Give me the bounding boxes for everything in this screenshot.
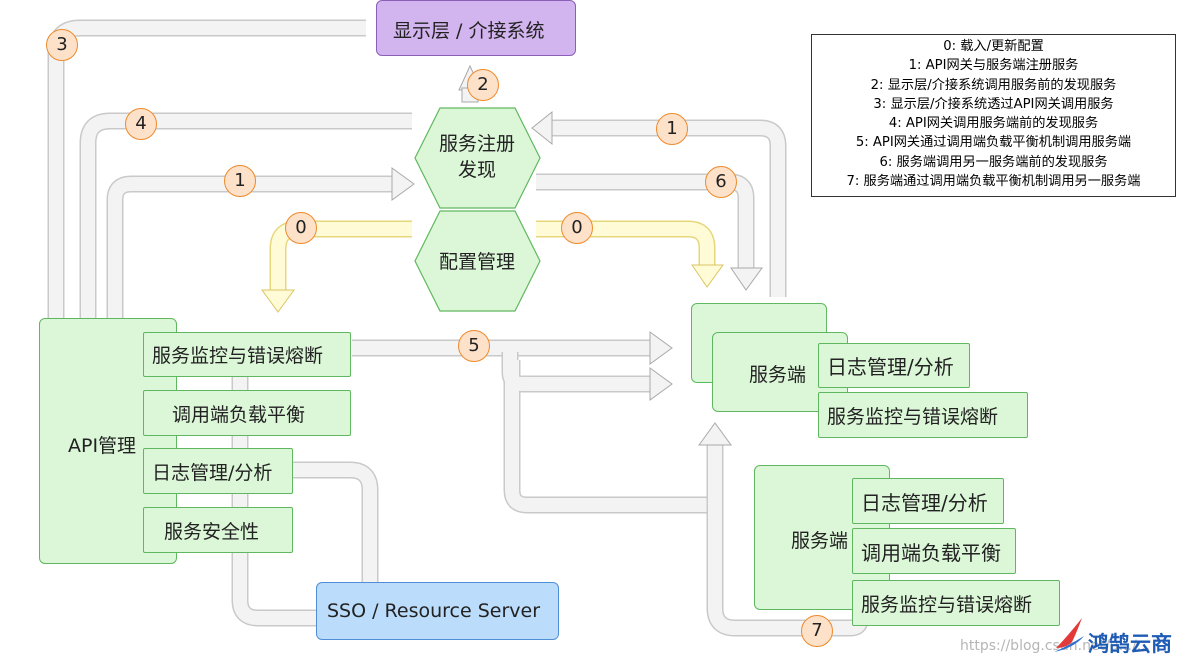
service-registry-hexagon	[414, 107, 541, 209]
flow-arrow-5-branch	[501, 352, 715, 514]
legend-item: 5: API网关通过调用端负载平衡机制调用服务端	[855, 135, 1132, 151]
legend-item: 3: 显示层/介接系统透过API网关调用服务	[873, 96, 1114, 112]
step-marker: 6	[705, 166, 737, 198]
service-a-module-monitor: 服务监控与错误熔断	[818, 392, 1028, 438]
legend-box: 0: 载入/更新配置 1: API网关与服务端注册服务 2: 显示层/介接系统调…	[811, 34, 1176, 197]
api-module-monitor: 服务监控与错误熔断	[143, 332, 351, 377]
arrowhead-5-lower	[649, 367, 673, 401]
arrowhead-7	[698, 422, 732, 446]
api-module-load-balance: 调用端负载平衡	[143, 390, 351, 436]
arrowhead-config-right	[691, 264, 724, 288]
display-layer-box: 显示层 / 介接系统	[376, 0, 576, 56]
step-marker: 1	[656, 113, 688, 145]
step-marker: 4	[125, 108, 157, 140]
api-module-logging: 日志管理/分析	[143, 448, 293, 494]
service-a-label: 服务端	[749, 364, 807, 386]
arrowhead-1-right	[531, 110, 553, 146]
registry-label-line1: 服务注册	[439, 133, 515, 155]
step-marker: 5	[458, 330, 490, 362]
legend-item: 7: 服务端通过调用端负载平衡机制调用另一服务端	[846, 174, 1141, 190]
brand-name: 鸿鹄云商	[1088, 632, 1172, 656]
watermark-url: https://blog.csdn.net/u.../...	[960, 638, 1151, 654]
step-marker: 0	[561, 212, 593, 244]
display-layer-label: 显示层 / 介接系统	[393, 20, 545, 42]
service-b-label: 服务端	[791, 530, 849, 552]
arrowhead-5-upper	[649, 331, 673, 365]
sso-label: SSO / Resource Server	[327, 600, 541, 622]
arrowhead-6	[730, 267, 763, 291]
arrowhead-1-left	[391, 167, 415, 201]
sso-resource-server-box: SSO / Resource Server	[316, 582, 559, 640]
api-module-security: 服务安全性	[143, 507, 293, 553]
flow-arrow-sso-c	[290, 461, 379, 595]
step-marker: 2	[467, 69, 499, 101]
step-marker: 7	[801, 615, 833, 647]
step-marker: 0	[285, 212, 317, 244]
service-b-module-load-balance: 调用端负载平衡	[852, 528, 1016, 574]
api-management-label: API管理	[68, 435, 137, 457]
service-b-module-monitor: 服务监控与错误熔断	[852, 580, 1060, 626]
legend-item: 1: API网关与服务端注册服务	[908, 58, 1079, 74]
service-a-module-logging: 日志管理/分析	[818, 343, 970, 388]
legend-item: 2: 显示层/介接系统调用服务前的发现服务	[870, 77, 1117, 93]
legend-item: 6: 服务端调用另一服务端前的发现服务	[879, 154, 1108, 170]
legend-item: 0: 载入/更新配置	[943, 39, 1044, 54]
config-label: 配置管理	[439, 251, 515, 273]
brand-logo-icon	[1052, 614, 1086, 654]
registry-label-line2: 发现	[458, 159, 496, 181]
step-marker: 3	[46, 29, 78, 61]
config-management-hexagon	[414, 210, 541, 312]
arrowhead-config-left	[261, 289, 295, 313]
service-b-module-logging: 日志管理/分析	[852, 478, 1004, 524]
legend-item: 4: API网关调用服务端前的发现服务	[888, 116, 1099, 132]
step-marker: 1	[224, 165, 256, 197]
flow-arrow-1-left	[106, 175, 392, 318]
